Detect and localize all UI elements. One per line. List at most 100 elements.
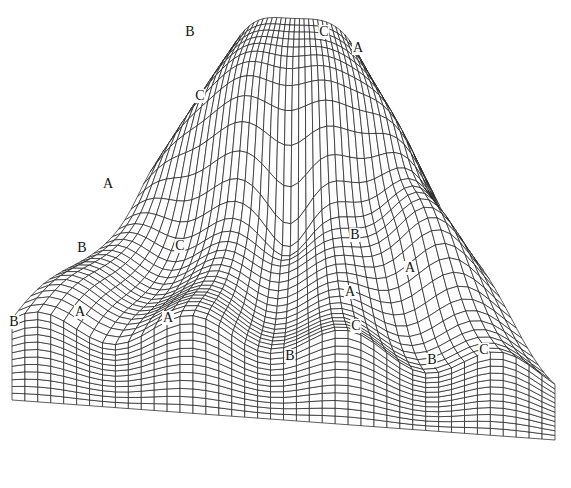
point-label: A bbox=[352, 41, 364, 55]
grid-cell bbox=[25, 349, 38, 357]
grid-cell bbox=[312, 101, 320, 132]
grid-cell bbox=[245, 344, 258, 356]
grid-cell bbox=[167, 404, 180, 412]
grid-cell bbox=[293, 47, 299, 56]
grid-cell bbox=[465, 415, 478, 422]
grid-cell bbox=[295, 18, 300, 25]
grid-cell bbox=[115, 342, 128, 350]
grid-cell bbox=[335, 330, 348, 338]
point-label: C bbox=[478, 343, 489, 357]
grid-cell bbox=[439, 368, 452, 377]
grid-cell bbox=[322, 415, 335, 423]
grid-cell bbox=[290, 18, 295, 25]
grid-cell bbox=[38, 312, 51, 322]
grid-cell bbox=[299, 83, 306, 109]
grid-cell bbox=[258, 351, 271, 359]
grid-cell bbox=[12, 379, 25, 386]
grid-cell bbox=[490, 401, 503, 409]
grid-cell bbox=[277, 109, 285, 145]
grid-cell bbox=[296, 415, 309, 422]
grid-cell bbox=[426, 397, 439, 402]
grid-cell bbox=[180, 324, 193, 333]
grid-cell bbox=[490, 352, 503, 359]
grid-cell bbox=[180, 380, 193, 388]
grid-cell bbox=[154, 404, 167, 412]
point-label: A bbox=[344, 285, 356, 299]
point-label: B bbox=[184, 25, 195, 39]
grid-cell bbox=[283, 222, 291, 246]
grid-cell bbox=[180, 404, 193, 413]
grid-cell bbox=[335, 354, 348, 362]
grid-cell bbox=[167, 396, 180, 404]
grid-cell bbox=[285, 86, 292, 111]
grid-cell bbox=[477, 414, 490, 421]
grid-cell bbox=[305, 39, 311, 47]
grid-cell bbox=[180, 348, 193, 356]
grid-cell bbox=[193, 316, 206, 327]
grid-cell bbox=[322, 400, 335, 408]
grid-cell bbox=[311, 66, 318, 82]
point-label: C bbox=[174, 239, 185, 253]
grid-cell bbox=[299, 47, 305, 56]
grid-cell bbox=[490, 373, 503, 380]
grid-cell bbox=[320, 126, 328, 159]
grid-cell bbox=[285, 110, 292, 145]
grid-cell bbox=[115, 392, 128, 398]
surface-grid bbox=[12, 18, 555, 385]
grid-cell bbox=[51, 315, 64, 328]
grid-cell bbox=[311, 55, 318, 66]
point-label: C bbox=[194, 89, 205, 103]
grid-cell bbox=[426, 387, 439, 392]
grid-cell bbox=[180, 364, 193, 372]
grid-cell bbox=[193, 405, 206, 414]
grid-cell bbox=[477, 408, 490, 415]
grid-cell bbox=[115, 386, 128, 392]
grid-cell bbox=[25, 386, 38, 394]
grid-cell bbox=[490, 421, 503, 429]
grid-cell bbox=[271, 392, 284, 398]
grid-cell bbox=[25, 357, 38, 365]
grid-cell bbox=[335, 255, 346, 264]
grid-cell bbox=[287, 47, 293, 57]
grid-cell bbox=[490, 408, 503, 416]
grid-cell bbox=[299, 56, 305, 68]
grid-cell bbox=[232, 335, 245, 350]
grid-cell bbox=[309, 415, 322, 423]
grid-cell bbox=[490, 366, 503, 373]
grid-cell bbox=[305, 46, 311, 55]
grid-cell bbox=[299, 106, 306, 143]
grid-cell bbox=[299, 19, 304, 26]
grid-cell bbox=[180, 372, 193, 380]
grid-cell bbox=[320, 156, 328, 189]
grid-cell bbox=[305, 81, 312, 106]
grid-cell bbox=[291, 183, 299, 224]
grid-cell bbox=[335, 400, 348, 409]
grid-cell bbox=[289, 25, 294, 32]
grid-cell bbox=[331, 309, 343, 314]
grid-cell bbox=[271, 403, 284, 409]
grid-cell bbox=[141, 397, 154, 404]
grid-cell bbox=[284, 403, 297, 409]
grid-cell bbox=[439, 416, 452, 421]
grid-cell bbox=[334, 327, 348, 330]
grid-cell bbox=[25, 379, 38, 387]
grid-cell bbox=[322, 408, 335, 416]
grid-cell bbox=[296, 408, 309, 415]
grid-cell bbox=[305, 103, 312, 138]
grid-cell bbox=[452, 427, 465, 433]
grid-cell bbox=[25, 372, 38, 380]
grid-cell bbox=[25, 312, 38, 321]
grid-cell bbox=[292, 68, 299, 86]
grid-cell bbox=[332, 228, 342, 239]
grid-cell bbox=[294, 25, 299, 32]
grid-cell bbox=[529, 365, 542, 380]
grid-cell bbox=[452, 362, 465, 374]
grid-cell bbox=[282, 39, 288, 47]
grid-cell bbox=[304, 32, 310, 39]
grid-cell bbox=[284, 145, 292, 187]
grid-cell bbox=[465, 427, 478, 434]
grid-cell bbox=[128, 397, 141, 403]
grid-cell bbox=[516, 357, 529, 371]
point-label: A bbox=[74, 305, 86, 319]
grid-cell bbox=[374, 343, 387, 359]
